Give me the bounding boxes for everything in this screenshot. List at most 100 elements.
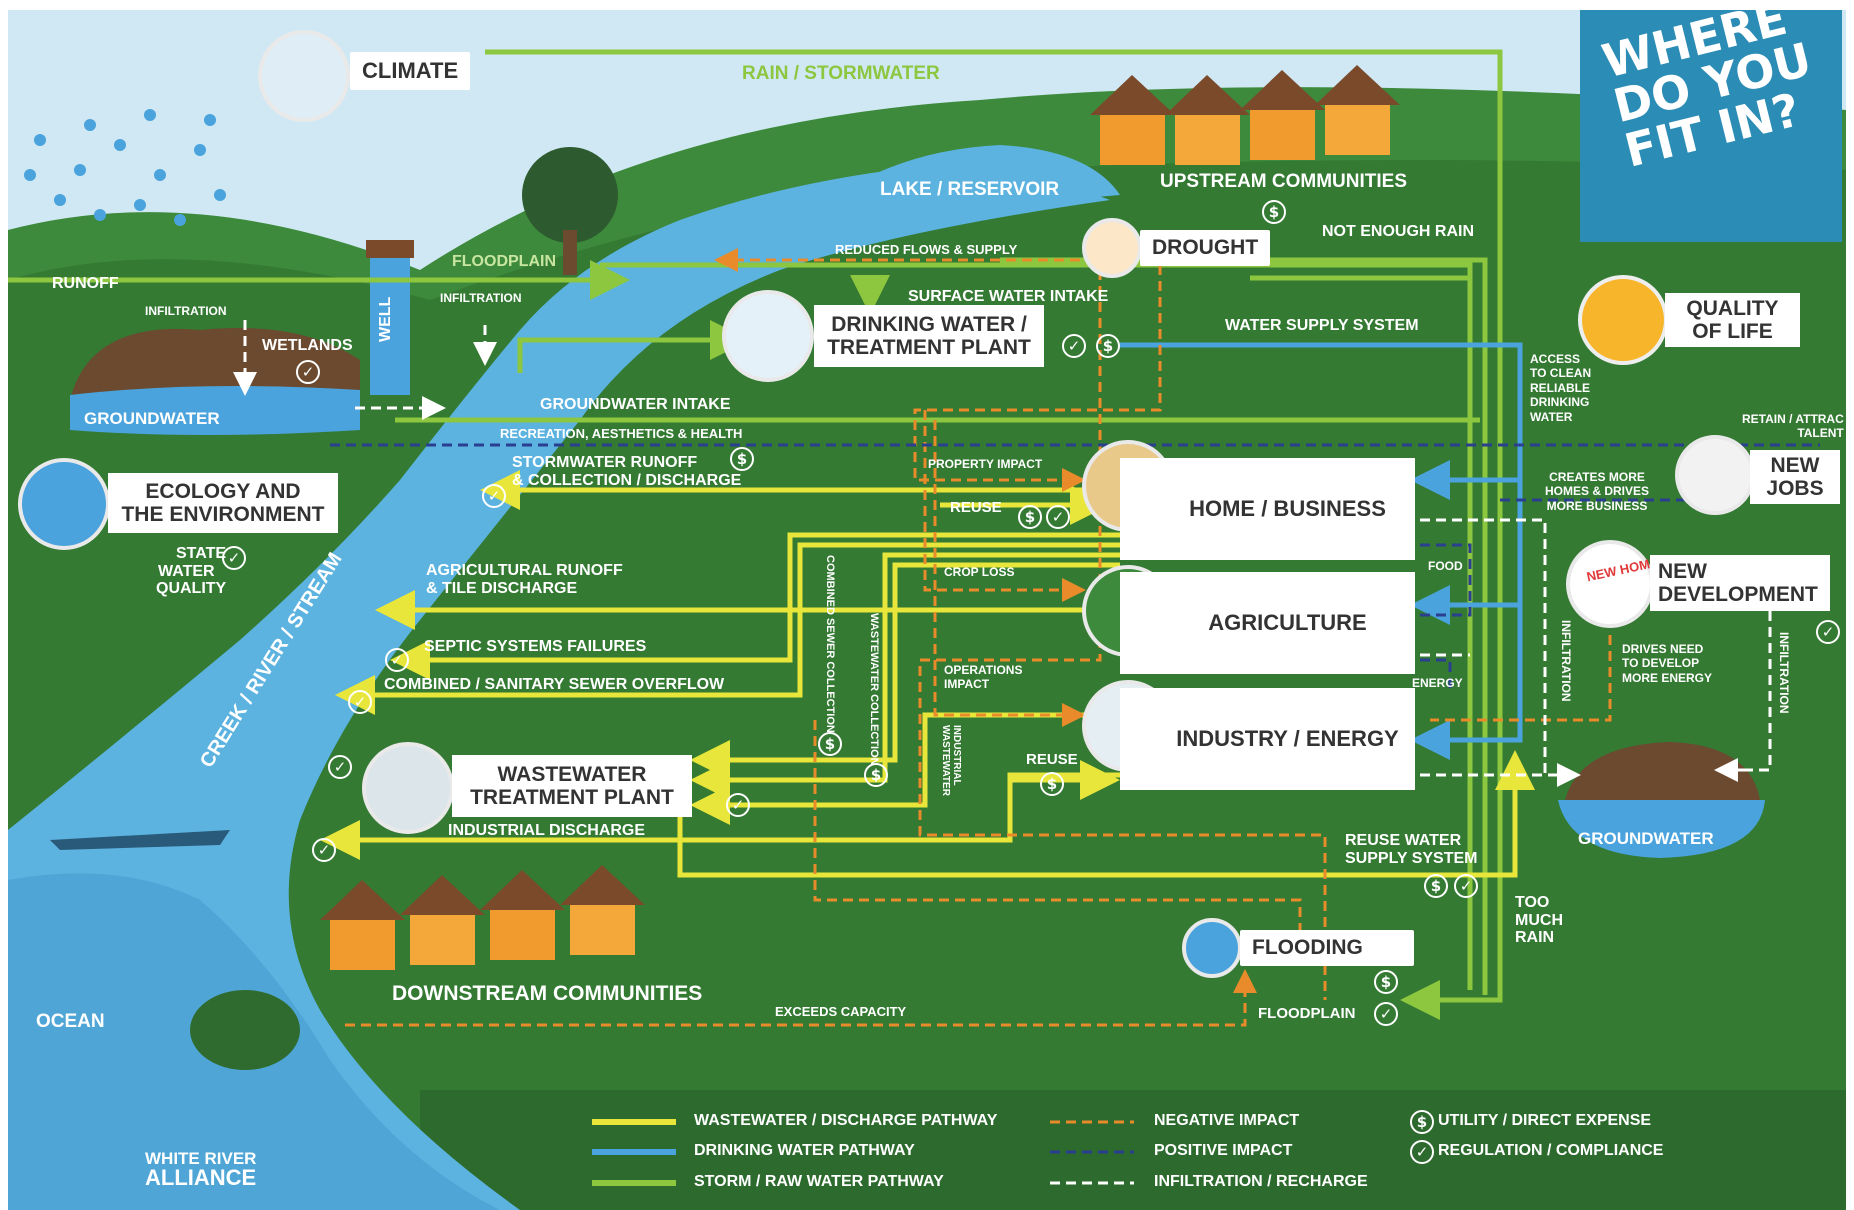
retain-attract-talent-label: RETAIN / ATTRAC TALENT — [1742, 412, 1844, 441]
access-line-2: TO CLEAN — [1530, 366, 1592, 381]
lake-reservoir-label: LAKE / RESERVOIR — [880, 179, 1060, 200]
access-line-4: DRINKING — [1530, 395, 1590, 410]
legend-wastewater: WASTEWATER / DISCHARGE PATHWAY — [694, 1112, 998, 1129]
access-clean-water-label: ACCESS TO CLEAN RELIABLE DRINKING WATER — [1530, 352, 1591, 424]
drives-need-label: DRIVES NEED TO DEVELOP MORE ENERGY — [1622, 642, 1712, 685]
ecology-line-2: THE ENVIRONMENT — [121, 503, 325, 526]
lake — [830, 145, 1120, 210]
utility-dollar-icon: $ — [864, 763, 888, 787]
groundwater-intake-label: GROUNDWATER INTAKE — [540, 396, 731, 413]
utility-dollar-icon: $ — [1374, 970, 1398, 994]
dead-tree-icon — [1082, 218, 1142, 278]
industrial-discharge-label: INDUSTRIAL DISCHARGE — [448, 822, 646, 839]
operations-line-2: IMPACT — [944, 677, 990, 692]
legend-storm: STORM / RAW WATER PATHWAY — [694, 1173, 944, 1190]
reuse-supply-line-2: SUPPLY SYSTEM — [1345, 849, 1478, 867]
treatment-tank-icon — [362, 742, 454, 834]
water-supply-system-label: WATER SUPPLY SYSTEM — [1225, 317, 1419, 334]
infiltration-right1-label: INFILTRATION — [1559, 620, 1573, 702]
river — [8, 160, 1110, 1210]
well-top — [366, 240, 414, 258]
infiltration-left-label: INFILTRATION — [145, 304, 227, 318]
utility-dollar-icon: $ — [1096, 334, 1120, 358]
exceeds-capacity-label: EXCEEDS CAPACITY — [775, 1004, 907, 1019]
wetlands-label: WETLANDS — [262, 337, 353, 354]
utility-dollar-icon: $ — [1262, 200, 1286, 224]
combined-overflow-label: COMBINED / SANITARY SEWER OVERFLOW — [384, 676, 725, 693]
regulation-check-icon: ✓ — [1454, 874, 1478, 898]
regulation-check-icon: ✓ — [296, 360, 320, 384]
too-much-line-2: MUCH — [1515, 911, 1563, 929]
reduced-flows-label: REDUCED FLOWS & SUPPLY — [835, 242, 1018, 257]
wastewater-line-1: WASTEWATER — [497, 762, 647, 786]
utility-dollar-icon: $ — [730, 447, 754, 471]
logo-line-1: WHITE RIVER — [145, 1149, 257, 1168]
drinking-water-node: DRINKING WATER / TREATMENT PLANT — [814, 305, 1044, 367]
groundwater-soil-right — [1565, 742, 1760, 800]
legend-dollar-icon: $ — [1410, 1110, 1434, 1134]
new-development-line-2: DEVELOPMENT — [1658, 583, 1818, 606]
crop-loss-label: CROP LOSS — [944, 565, 1015, 579]
food-label: FOOD — [1428, 559, 1463, 573]
state-water-quality-label: STATE WATER QUALITY — [156, 545, 226, 598]
utility-dollar-icon: $ — [1018, 505, 1042, 529]
waves-icon — [1182, 918, 1242, 978]
creates-more-homes-label: CREATES MORE HOMES & DRIVES MORE BUSINES… — [1545, 470, 1649, 513]
new-homes-sign-icon — [1566, 540, 1654, 628]
ocean-label: OCEAN — [36, 1011, 105, 1032]
regulation-check-icon: ✓ — [482, 484, 506, 508]
creates-line-3: MORE BUSINESS — [1546, 498, 1648, 513]
drinking-pathways — [1120, 342, 1523, 760]
runoff-label: RUNOFF — [52, 275, 119, 292]
reuse-bottom-label: REUSE — [1026, 751, 1078, 768]
smiley-icon — [1578, 275, 1668, 365]
tile-discharge-label: & TILE DISCHARGE — [426, 580, 578, 597]
faucet-icon — [722, 290, 814, 382]
utility-dollar-icon: $ — [1424, 874, 1448, 898]
regulation-check-icon: ✓ — [222, 546, 246, 570]
drinking-water-line-2: TREATMENT PLANT — [827, 336, 1031, 359]
recreation-label: RECREATION, AESTHETICS & HEALTH — [500, 426, 743, 441]
regulation-check-icon: ✓ — [328, 755, 352, 779]
regulation-check-icon: ✓ — [1374, 1002, 1398, 1026]
agriculture-node: AGRICULTURE — [1120, 572, 1415, 674]
legend-drinking: DRINKING WATER PATHWAY — [694, 1142, 915, 1159]
wastewater-plant-node: WASTEWATER TREATMENT PLANT — [452, 755, 692, 817]
wastewater-line-2: TREATMENT PLANT — [470, 786, 674, 809]
too-much-line-1: TOO — [1515, 894, 1550, 911]
where-do-you-fit-banner — [1580, 10, 1842, 242]
access-line-5: WATER — [1530, 409, 1573, 424]
reuse-top-label: REUSE — [950, 499, 1002, 516]
new-development-line-1: NEW — [1658, 559, 1707, 583]
home-business-node: HOME / BUSINESS — [1120, 458, 1415, 560]
rain-cloud-icon — [258, 30, 350, 122]
climate-node: CLIMATE — [350, 52, 471, 90]
state-water-line-2: WATER — [158, 562, 215, 580]
white-river-alliance-logo: WHITE RIVER ALLIANCE — [30, 1150, 256, 1189]
groundwater-right-label: GROUNDWATER — [1578, 829, 1714, 848]
industrial-wastewater-label: INDUSTRIAL WASTEWATER — [940, 725, 962, 796]
creates-line-1: CREATES MORE — [1549, 470, 1645, 484]
regulation-check-icon: ✓ — [1816, 620, 1840, 644]
logo-line-2: ALLIANCE — [145, 1165, 257, 1190]
stormwater-runoff-label: STORMWATER RUNOFF — [512, 454, 698, 471]
infiltration-pathways — [233, 320, 1772, 787]
regulation-check-icon: ✓ — [1062, 334, 1086, 358]
upstream-communities-label: UPSTREAM COMMUNITIES — [1160, 171, 1407, 192]
utility-dollar-icon: $ — [818, 732, 842, 756]
tree-canopy — [522, 147, 618, 243]
access-line-1: ACCESS — [1530, 352, 1581, 366]
septic-failures-label: SEPTIC SYSTEMS FAILURES — [424, 638, 647, 655]
industrial-wastewater-line-1: INDUSTRIAL — [951, 725, 962, 786]
wastewater-collection-label: WASTEWATER COLLECTION — [868, 613, 880, 766]
new-jobs-node: NEW JOBS — [1750, 450, 1840, 504]
legend-utility: UTILITY / DIRECT EXPENSE — [1438, 1112, 1652, 1129]
infiltration-mid-label: INFILTRATION — [440, 291, 522, 305]
new-jobs-line-2: JOBS — [1766, 477, 1824, 500]
industrial-wastewater-line-2: WASTEWATER — [940, 725, 951, 796]
drives-line-2: TO DEVELOP — [1622, 656, 1700, 671]
state-water-line-3: QUALITY — [156, 580, 227, 598]
creates-line-2: HOMES & DRIVES — [1545, 484, 1650, 499]
too-much-rain-label: TOO MUCH RAIN — [1515, 894, 1563, 947]
regulation-check-icon: ✓ — [726, 793, 750, 817]
